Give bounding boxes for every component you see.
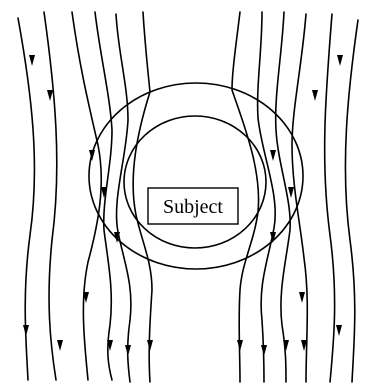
field-line xyxy=(71,11,103,381)
arrow-down-icon xyxy=(107,340,113,351)
arrow-down-icon xyxy=(114,232,120,243)
arrow-down-icon xyxy=(336,325,342,336)
subject-boundary xyxy=(123,115,267,249)
arrow-down-icon xyxy=(47,90,53,101)
field-line xyxy=(344,19,359,383)
outer-region-boundary xyxy=(88,82,304,270)
left-field-lines xyxy=(17,11,153,383)
arrow-down-icon xyxy=(283,340,289,351)
arrow-down-icon xyxy=(29,55,35,66)
field-line xyxy=(274,11,291,383)
field-line xyxy=(115,13,132,383)
field-line xyxy=(231,11,260,383)
arrow-down-icon xyxy=(337,55,343,66)
arrow-down-icon xyxy=(237,340,243,351)
subject-label-box xyxy=(147,187,239,225)
field-line xyxy=(291,13,309,383)
direction-arrows xyxy=(23,55,343,356)
arrow-down-icon xyxy=(23,325,29,336)
field-line xyxy=(256,11,276,383)
arrow-down-icon xyxy=(125,345,131,356)
field-line xyxy=(323,13,336,383)
field-line xyxy=(17,17,36,381)
arrow-down-icon xyxy=(270,150,276,161)
arrow-down-icon xyxy=(312,90,318,101)
arrow-down-icon xyxy=(288,187,294,198)
arrow-down-icon xyxy=(147,340,153,351)
field-line xyxy=(94,11,113,381)
field-line xyxy=(132,11,153,383)
subject-label: Subject xyxy=(163,196,223,218)
arrow-down-icon xyxy=(270,232,276,243)
arrow-down-icon xyxy=(261,345,267,356)
arrow-down-icon xyxy=(83,292,89,303)
field-line xyxy=(43,11,58,381)
arrow-down-icon xyxy=(301,340,307,351)
arrow-down-icon xyxy=(299,292,305,303)
arrow-down-icon xyxy=(57,340,63,351)
right-field-lines xyxy=(231,11,359,383)
arrow-down-icon xyxy=(89,150,95,161)
arrow-down-icon xyxy=(101,187,107,198)
